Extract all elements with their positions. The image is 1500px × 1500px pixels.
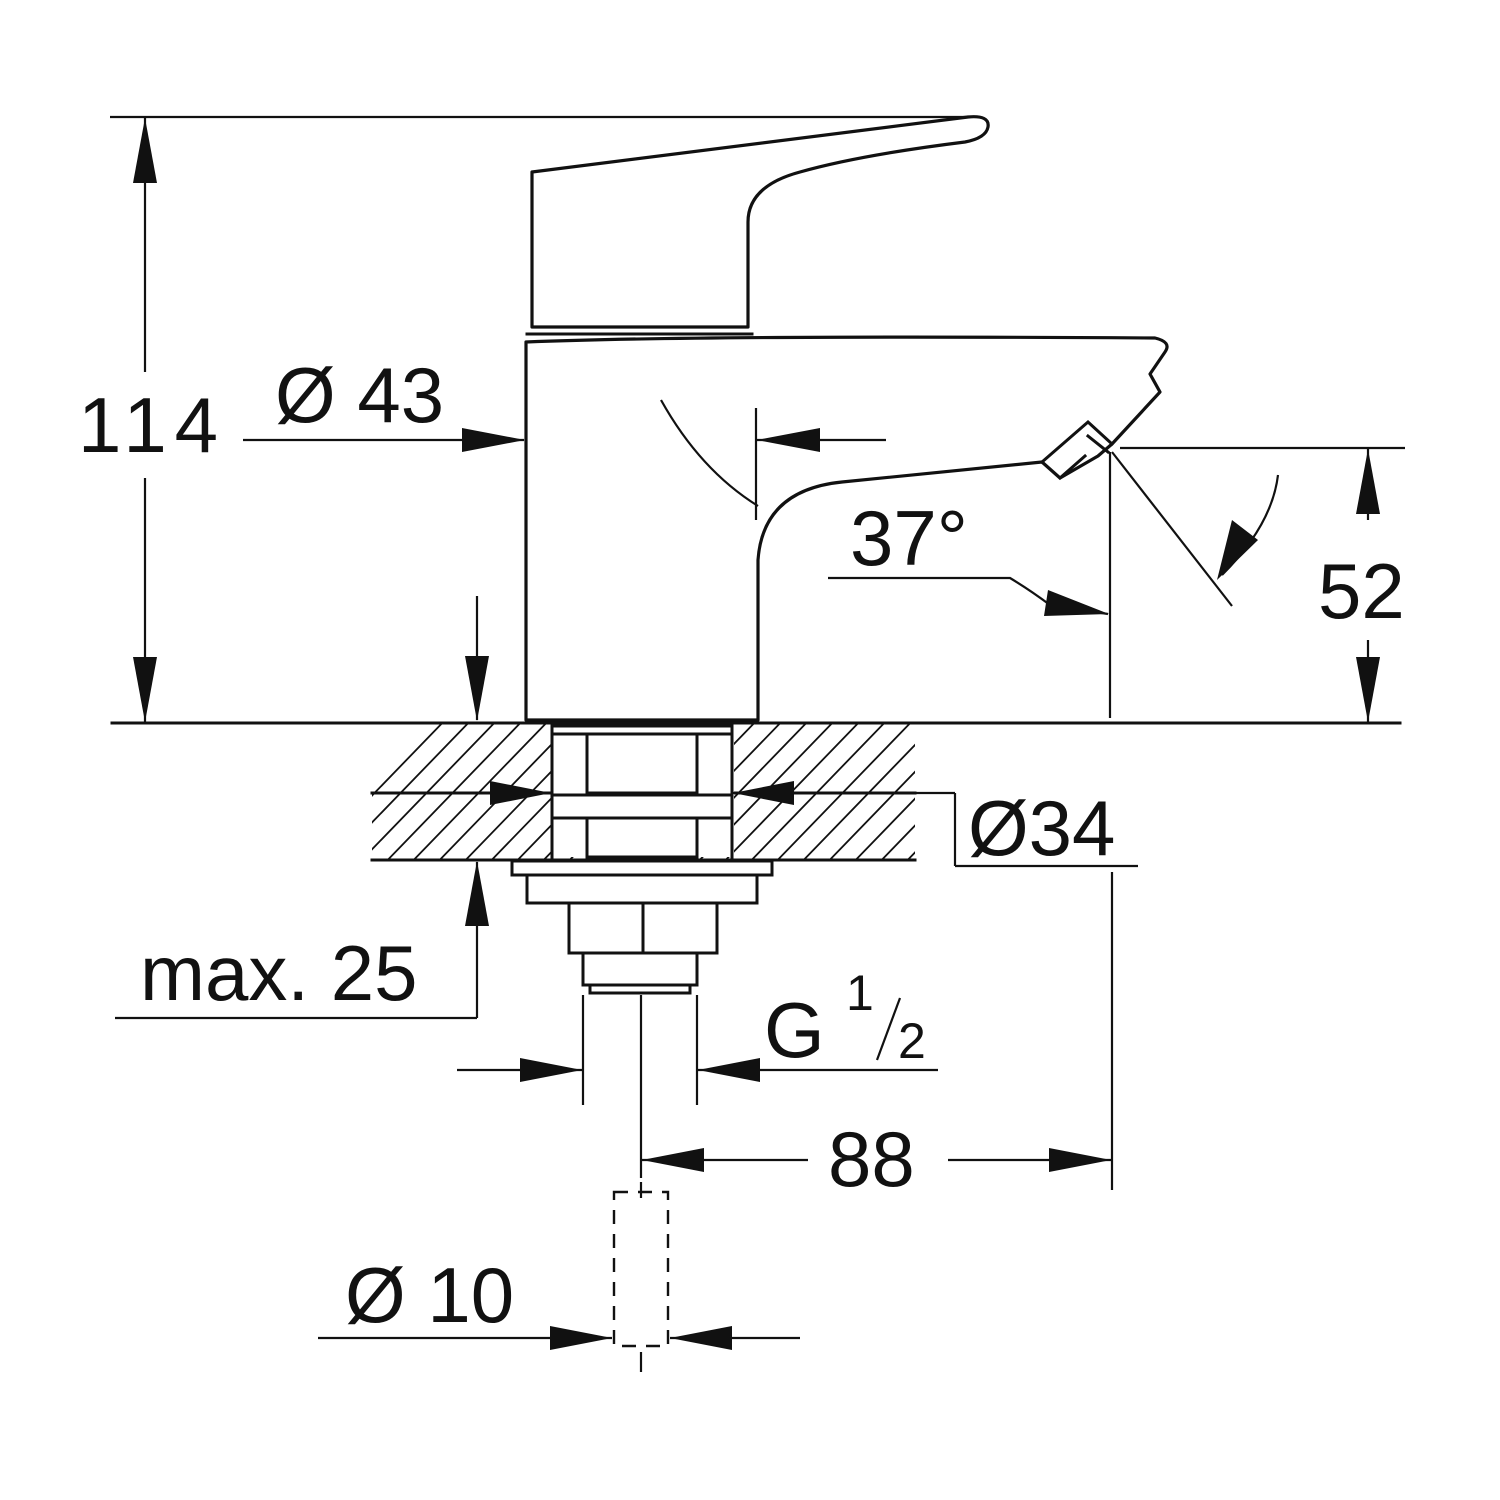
dim-reach-88: 88 [641, 872, 1114, 1203]
hatch-line [854, 797, 915, 860]
hatch-line [372, 723, 470, 824]
dim-88-label: 88 [828, 1115, 915, 1203]
hatch-line [412, 723, 548, 860]
dim-thread-den: 2 [898, 1013, 926, 1069]
dim-max25-label: max. 25 [140, 929, 417, 1017]
supply-pipe [612, 995, 670, 1372]
dim-37-label: 37° [850, 494, 968, 582]
hatch-line [372, 723, 444, 797]
dim-diameter-43: Ø 43 [243, 351, 886, 520]
dim-52-label: 52 [1318, 547, 1405, 635]
hatch-line [880, 824, 915, 860]
mounting-shank [510, 724, 774, 995]
dim-diameter-10: Ø 10 [318, 1251, 800, 1350]
dim-max-25: max. 25 [115, 596, 489, 1020]
hatch-line [372, 723, 496, 851]
dim-43-label: Ø 43 [275, 351, 444, 439]
dim-34-label: Ø34 [968, 784, 1115, 872]
spout-body [524, 335, 1169, 722]
lever-handle [530, 115, 990, 329]
dim-angle-37: 37° [828, 451, 1280, 718]
hatch-line [386, 723, 522, 860]
dim-thread-letter: G [764, 986, 825, 1074]
dim-diameter-34: Ø34 [487, 781, 1138, 872]
dim-height-52: 52 [1120, 446, 1405, 723]
dim-114-label: 114 [78, 381, 218, 469]
dim-thread-g12: G 1 2 [457, 965, 938, 1105]
dim-thread-num: 1 [846, 965, 874, 1021]
faucet-body [524, 115, 1169, 722]
dim-10-label: Ø 10 [345, 1251, 514, 1339]
dim-height-114: 114 [78, 115, 968, 723]
